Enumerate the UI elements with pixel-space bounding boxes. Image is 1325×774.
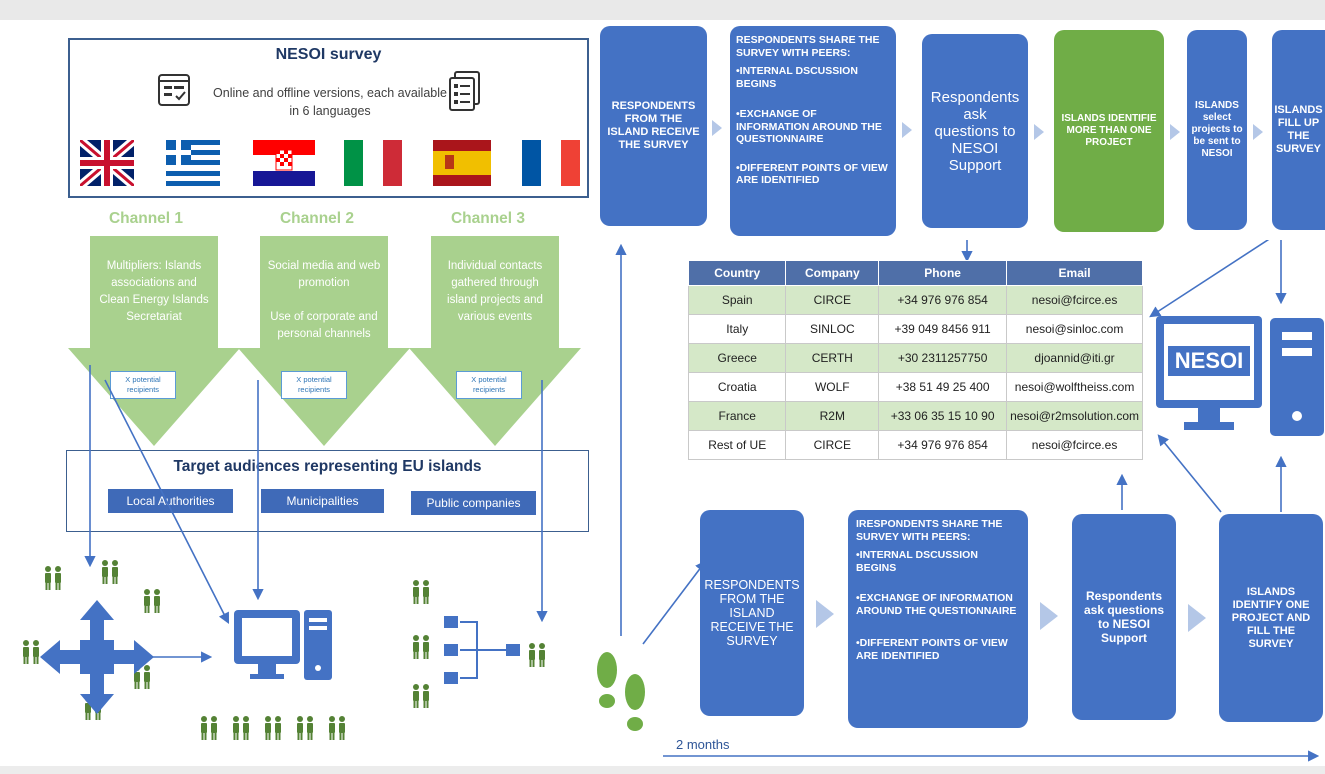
cell-company: R2M [785, 401, 880, 431]
bottom-share-box: IRESPONDENTS SHARE THE SURVEY WITH PEERS… [848, 510, 1028, 728]
cell-country: Rest of UE [687, 430, 787, 460]
top-receive-box: RESPONDENTS FROM THE ISLAND RECEIVE THE … [600, 26, 707, 226]
croatia-flag-icon [253, 140, 315, 186]
survey-panel: NESOI survey Online and offline versions… [68, 38, 589, 198]
bottom-share-item-3: •DIFFERENT POINTS OF VIEW ARE IDENTIFIED [856, 637, 1008, 662]
cell-email: nesoi@wolftheiss.com [1006, 372, 1143, 402]
right-connectors [597, 240, 1320, 762]
channel-1-text: Multipliers: Islands associations and Cl… [99, 260, 209, 323]
col-country: Country [687, 260, 787, 286]
top-band [0, 0, 1325, 20]
bottom-share-title: IRESPONDENTS SHARE THE SURVEY WITH PEERS… [856, 518, 1003, 543]
top-share-item-1: •INTERNAL DSCUSSION BEGINS [736, 65, 858, 90]
timeline-label: 2 months [676, 737, 730, 752]
cell-email: nesoi@r2msolution.com [1006, 401, 1143, 431]
org-chart-icon [444, 616, 520, 684]
top-share-item-3: •DIFFERENT POINTS OF VIEW ARE IDENTIFIED [736, 161, 888, 187]
target-audiences-title: Target audiences representing EU islands [173, 458, 482, 475]
network-hub-icon [40, 600, 154, 714]
cell-email: nesoi@sinloc.com [1006, 314, 1143, 344]
uk-flag-icon [80, 140, 134, 186]
top-chevron-4 [1170, 124, 1180, 140]
france-flag-icon [522, 140, 580, 186]
cell-country: Spain [687, 285, 787, 315]
cell-email: nesoi@fcirce.es [1006, 285, 1143, 315]
bottom-chevron-2 [1040, 602, 1058, 630]
left-illustration [0, 365, 548, 760]
cell-company: CIRCE [785, 285, 880, 315]
top-fill-box: ISLANDS FILL UP THE SURVEY [1272, 30, 1325, 230]
contacts-header-row: Country Company Phone Email [687, 260, 1143, 286]
channel-2-text: Social media and web promotion Use of co… [267, 260, 381, 340]
channel-3-arrow [409, 236, 581, 446]
cell-company: SINLOC [785, 314, 880, 344]
computer-icon [234, 610, 332, 680]
cell-phone: +30 2311257750 [878, 343, 1008, 373]
cell-email: djoannid@iti.gr [1006, 343, 1143, 373]
channel-3-title: Channel 3 [450, 210, 526, 227]
audience-public-companies: Public companies [411, 491, 536, 515]
checklist-icon [449, 71, 480, 111]
target-audiences-panel: Target audiences representing EU islands [66, 450, 589, 532]
top-ask-box: Respondents ask questions to NESOI Suppo… [922, 34, 1028, 228]
cell-country: Greece [687, 343, 787, 373]
server-tower-icon [1270, 318, 1324, 436]
col-company: Company [785, 260, 880, 286]
survey-subtitle: Online and offline versions, each availa… [213, 86, 447, 118]
bottom-chevron-1 [816, 600, 834, 628]
channel-3-text: Individual contacts gathered through isl… [447, 260, 543, 323]
channel-2-title: Channel 2 [279, 210, 355, 227]
top-share-box: RESPONDENTS SHARE THE SURVEY WITH PEERS:… [730, 26, 896, 236]
nesoi-monitor-icon: NESOI [1156, 316, 1262, 434]
bottom-share-item-1: •INTERNAL DSCUSSION BEGINS [856, 549, 978, 574]
bottom-share-item-2: •EXCHANGE OF INFORMATION AROUND THE QUES… [856, 592, 1017, 617]
greece-flag-icon [166, 140, 220, 186]
italy-flag-icon [344, 140, 402, 186]
channel-1-title: Channel 1 [108, 210, 184, 227]
top-chevron-3 [1034, 124, 1044, 140]
survey-title: NESOI survey [275, 46, 382, 63]
bottom-chevron-3 [1188, 604, 1206, 632]
cell-country: Italy [687, 314, 787, 344]
survey-form-icon [158, 74, 190, 106]
cell-company: CIRCE [785, 430, 880, 460]
bottom-identify-box: ISLANDS IDENTIFY ONE PROJECT AND FILL TH… [1219, 514, 1323, 722]
top-select-box: ISLANDS select projects to be sent to NE… [1187, 30, 1247, 230]
cell-company: WOLF [785, 372, 880, 402]
nesoi-logo: NESOI [1168, 346, 1250, 376]
cell-phone: +38 51 49 25 400 [878, 372, 1008, 402]
top-identify-box: ISLANDS IDENTIFIE MORE THAN ONE PROJECT [1054, 30, 1164, 232]
bottom-ask-box: Respondents ask questions to NESOI Suppo… [1072, 514, 1176, 720]
top-chevron-2 [902, 122, 912, 138]
cell-phone: +34 976 976 854 [878, 430, 1008, 460]
audience-municipalities: Municipalities [261, 489, 384, 513]
bottom-receive-box: RESPONDENTS FROM THE ISLAND RECEIVE THE … [700, 510, 804, 716]
bottom-band [0, 766, 1325, 774]
cell-company: CERTH [785, 343, 880, 373]
cell-country: France [687, 401, 787, 431]
top-chevron-5 [1253, 124, 1263, 140]
cell-email: nesoi@fcirce.es [1006, 430, 1143, 460]
cell-phone: +33 06 35 15 10 90 [878, 401, 1008, 431]
footsteps-icon [597, 652, 645, 731]
col-email: Email [1006, 260, 1143, 286]
channel-2-recipients: X potential recipients [281, 371, 347, 399]
cell-phone: +39 049 8456 911 [878, 314, 1008, 344]
channel-1-recipients: X potential recipients [110, 371, 176, 399]
spain-flag-icon [433, 140, 491, 186]
cell-country: Croatia [687, 372, 787, 402]
channel-3-recipients: X potential recipients [456, 371, 522, 399]
top-share-title: RESPONDENTS SHARE THE SURVEY WITH PEERS: [736, 34, 880, 59]
col-phone: Phone [878, 260, 1008, 286]
top-chevron-1 [712, 120, 722, 136]
top-share-item-2: •EXCHANGE OF INFORMATION AROUND THE QUES… [736, 108, 882, 145]
cell-phone: +34 976 976 854 [878, 285, 1008, 315]
